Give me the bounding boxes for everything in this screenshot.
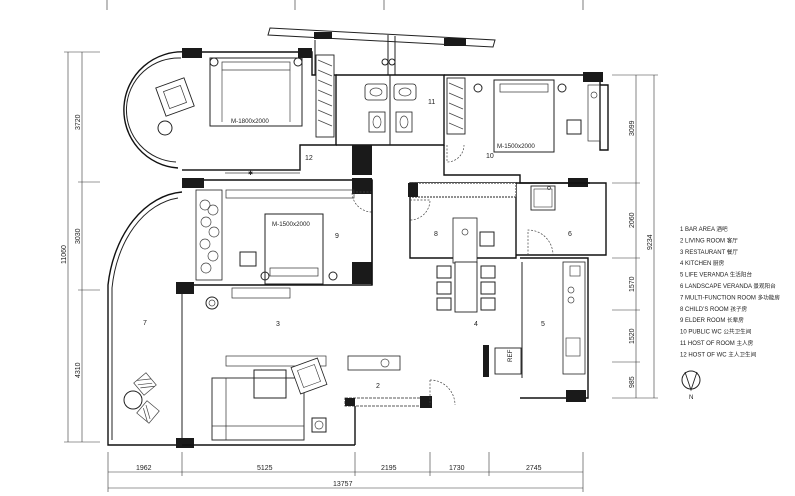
right-dimensions: 9234 3099 2060 1570 1520 985 bbox=[612, 74, 658, 399]
master-bed bbox=[209, 57, 303, 127]
right-dim-2: 2060 bbox=[629, 212, 636, 228]
room-label-10: 11 bbox=[428, 99, 435, 106]
bottom-dim-5: 2745 bbox=[526, 465, 542, 472]
room-label-2: 3 bbox=[276, 321, 280, 328]
left-dim-3: 4310 bbox=[75, 362, 82, 378]
legend-item-zh: 主人卫生间 bbox=[728, 350, 756, 358]
bottom-dim-3: 2195 bbox=[381, 465, 397, 472]
planter-plants bbox=[199, 199, 220, 274]
room-label-5: 6 bbox=[568, 231, 572, 238]
fridge-label: REF bbox=[507, 349, 514, 362]
legend-item-zh: 多功能房 bbox=[758, 293, 781, 301]
north-arrow: N bbox=[681, 370, 701, 401]
elder-bed bbox=[493, 79, 555, 153]
living-room: 3 2 bbox=[182, 296, 432, 446]
room-label-4: 5 bbox=[541, 321, 545, 328]
top-balcony bbox=[267, 27, 496, 75]
legend-item-zh: 酒吧 bbox=[716, 225, 728, 233]
legend-item-zh: 景观阳台 bbox=[753, 282, 776, 290]
landscape-veranda: 7 bbox=[107, 191, 194, 448]
child-room: ✱ M-1500x2000 9 bbox=[182, 169, 373, 299]
bottom-dim-4: 1730 bbox=[449, 465, 465, 472]
child-bed bbox=[264, 213, 324, 285]
legend-item-zh: 生活阳台 bbox=[730, 271, 753, 279]
legend-item-zh: 孩子房 bbox=[730, 305, 747, 313]
legend-item-8: 8 CHILD’S ROOM 孩子房 bbox=[680, 305, 748, 313]
bottom-dim-1: 1962 bbox=[136, 465, 152, 472]
legend-item-4: 4 KITCHEN 厨房 bbox=[680, 259, 725, 267]
legend-item-zh: 厨房 bbox=[713, 259, 725, 267]
right-dim-5: 985 bbox=[629, 376, 636, 388]
legend-item-10: 10 PUBLIC WC 公共卫生间 bbox=[680, 328, 752, 336]
master-bedroom: M-1800x2000 12 bbox=[123, 48, 337, 171]
room-label-11: 12 bbox=[305, 155, 313, 162]
legend-item-3: 3 RESTAURANT 餐厅 bbox=[680, 248, 738, 256]
legend-item-2: 2 LIVING ROOM 客厅 bbox=[680, 236, 738, 244]
legend-item-6: 6 LANDSCAPE VERANDA 景观阳台 bbox=[680, 282, 776, 290]
room-label-3: 4 bbox=[474, 321, 478, 328]
bottom-total-dim: 13757 bbox=[333, 481, 353, 488]
right-dim-4: 1520 bbox=[629, 328, 636, 344]
life-veranda: 6 bbox=[516, 182, 607, 256]
master-bed-label: M-1800x2000 bbox=[231, 118, 269, 125]
legend-item-12: 12 HOST OF WC 主人卫生间 bbox=[680, 350, 757, 358]
right-dim-1: 3099 bbox=[629, 120, 636, 136]
dining-table bbox=[454, 261, 478, 313]
room-label-6: 7 bbox=[143, 320, 147, 327]
legend-item-zh: 客厅 bbox=[727, 236, 739, 244]
legend-item-11: 11 HOST OF ROOM 主人房 bbox=[680, 339, 754, 347]
multi-function-room: 8 bbox=[408, 182, 517, 264]
restaurant: 4 REF bbox=[371, 180, 522, 406]
wc-block: 11 bbox=[336, 58, 445, 146]
left-dim-1: 3720 bbox=[75, 114, 82, 130]
kitchen: 5 bbox=[520, 257, 589, 402]
elder-bed-label: M-1500x2000 bbox=[497, 143, 535, 150]
room-label-7: 8 bbox=[434, 231, 438, 238]
left-dim-2: 3030 bbox=[75, 228, 82, 244]
legend-item-zh: 长辈房 bbox=[727, 316, 744, 324]
right-total-dim: 9234 bbox=[647, 234, 654, 250]
right-dim-3: 1570 bbox=[629, 276, 636, 292]
top-grid-ticks bbox=[106, 0, 584, 10]
legend: 1 BAR AREA 酒吧 2 LIVING ROOM 客厅 3 RESTAURAN… bbox=[680, 225, 780, 358]
legend-item-7: 7 MULTI-FUNCTION ROOM 多功能房 bbox=[680, 293, 780, 301]
room-label-9: 10 bbox=[486, 153, 494, 160]
sofa bbox=[211, 377, 305, 441]
left-dimensions: 11060 3720 3030 4310 bbox=[61, 51, 100, 443]
legend-item-5: 5 LIFE VERANDA 生活阳台 bbox=[680, 271, 752, 279]
fridge bbox=[494, 347, 522, 375]
room-label-1: 2 bbox=[376, 383, 380, 390]
bottom-dimensions: 1962 5125 2195 1730 2745 13757 bbox=[107, 452, 584, 492]
svg-text:✱: ✱ bbox=[248, 170, 253, 177]
room-label-8: 9 bbox=[335, 233, 339, 240]
legend-item-zh: 主人房 bbox=[736, 339, 753, 347]
legend-item-9: 9 ELDER ROOM 长辈房 bbox=[680, 316, 744, 324]
bottom-dim-2: 5125 bbox=[257, 465, 273, 472]
north-label: N bbox=[689, 394, 693, 401]
legend-item-1: 1 BAR AREA 酒吧 bbox=[680, 225, 728, 233]
legend-item-zh: 公共卫生间 bbox=[723, 328, 751, 336]
child-bed-label: M-1500x2000 bbox=[272, 221, 310, 228]
legend-item-zh: 餐厅 bbox=[727, 248, 739, 256]
left-total-dim: 11060 bbox=[61, 245, 68, 264]
